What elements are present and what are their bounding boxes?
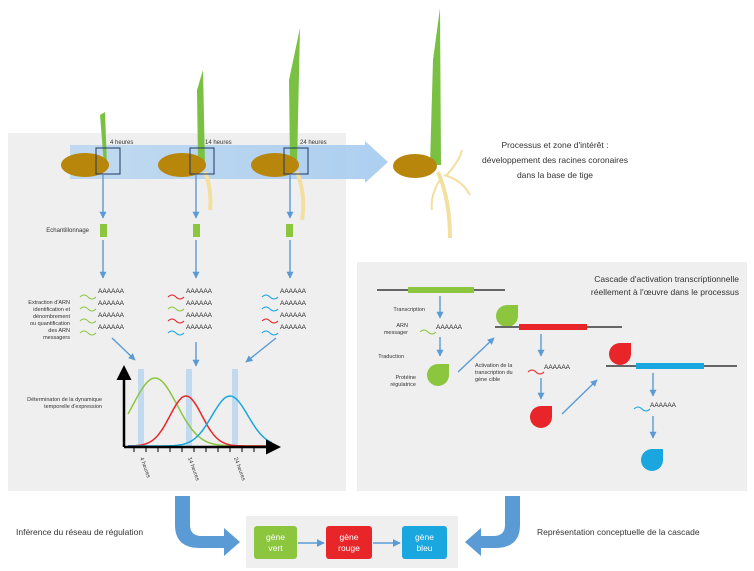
chart-highlight-14h <box>186 369 192 446</box>
polya-red: AAAAAA <box>544 364 571 371</box>
svg-text:rouge: rouge <box>338 543 360 553</box>
plant-4h <box>61 112 109 177</box>
bound-protein-green <box>496 305 518 327</box>
mrna-green <box>419 329 437 335</box>
polya-24h-2: AAAAAA <box>280 300 307 307</box>
timepoint-label-14h: 14 heures <box>205 140 232 146</box>
svg-text:messagers: messagers <box>43 335 70 341</box>
time-band-arrow <box>70 141 388 183</box>
gene-box-vert <box>254 526 297 559</box>
mrna-group-14h <box>167 294 185 336</box>
chart-highlight-4h <box>138 369 144 446</box>
expression-chart: 4 heures 14 heures 24 heures <box>116 365 281 482</box>
activation-label-1: Activation de la <box>475 363 513 369</box>
polya-4h-3: AAAAAA <box>98 312 125 319</box>
protein-red <box>530 406 552 428</box>
polya-14h-4: AAAAAA <box>186 324 213 331</box>
gene-box-bleu <box>402 526 447 559</box>
timepoint-label-24h: 24 heures <box>300 140 327 146</box>
svg-text:identification et: identification et <box>33 307 70 313</box>
sample-4h <box>100 224 107 237</box>
protein-green <box>427 364 449 386</box>
dynamics-label-1: Déterminaton de la dynamique <box>27 397 102 403</box>
plant-14h <box>158 70 213 211</box>
svg-text:des ARN: des ARN <box>48 328 70 334</box>
representation-label: Représentation conceptuelle de la cascad… <box>537 527 700 537</box>
polya-green: AAAAAA <box>436 324 463 331</box>
plant-final <box>393 8 471 239</box>
process-title-line3: dans la base de tige <box>517 170 593 180</box>
polya-4h-1: AAAAAA <box>98 288 125 295</box>
polya-blue: AAAAAA <box>650 402 677 409</box>
svg-text:gène: gène <box>340 532 359 542</box>
arn-label-2: messager <box>384 330 408 336</box>
svg-text:gène: gène <box>415 532 434 542</box>
sample-box-14h <box>189 147 215 175</box>
polya-14h-1: AAAAAA <box>186 288 213 295</box>
mrna-group-24h <box>261 294 279 336</box>
polya-4h-2: AAAAAA <box>98 300 125 307</box>
chart-highlight-24h <box>232 369 238 446</box>
gene-green <box>408 287 474 293</box>
mrna-red <box>527 369 545 375</box>
gene-blue <box>636 363 704 369</box>
inference-arrow <box>175 496 240 556</box>
protein-label-2: régulatrice <box>390 382 416 388</box>
traduction-label: Traduction <box>378 354 404 360</box>
sampling-label: Echantillonnage <box>46 228 89 234</box>
svg-text:vert: vert <box>268 543 283 553</box>
bound-protein-red <box>609 343 631 365</box>
sample-24h <box>286 224 293 237</box>
svg-text:Extraction d'ARN: Extraction d'ARN <box>28 300 70 306</box>
gene-box-rouge <box>326 526 372 559</box>
polya-14h-3: AAAAAA <box>186 312 213 319</box>
timepoint-label-4h: 4 heures <box>110 140 133 146</box>
transcription-label: Transcription <box>393 307 425 313</box>
svg-text:ou quantification: ou quantification <box>30 321 70 327</box>
arn-label-1: ARN <box>396 323 408 329</box>
mrna-group-4h <box>79 294 97 336</box>
svg-text:gène: gène <box>266 532 285 542</box>
activation-label-3: gène cible <box>475 377 500 383</box>
polya-14h-2: AAAAAA <box>186 300 213 307</box>
protein-blue <box>641 449 663 471</box>
inference-label: Inférence du réseau de régulation <box>16 527 143 537</box>
plant-24h <box>251 28 306 221</box>
svg-text:bleu: bleu <box>416 543 432 553</box>
svg-text:dénombrement: dénombrement <box>33 314 70 320</box>
extraction-label: Extraction d'ARN identification et dénom… <box>28 300 70 341</box>
protein-label-1: Protéine <box>396 375 417 381</box>
right-panel <box>357 262 747 491</box>
polya-24h-3: AAAAAA <box>280 312 307 319</box>
sample-box-4h <box>95 147 121 175</box>
gene-red <box>519 324 587 330</box>
dynamics-label-2: temporelle d'expression <box>44 404 102 410</box>
polya-4h-4: AAAAAA <box>98 324 125 331</box>
process-title-line1: Processus et zone d'intérêt : <box>502 140 609 150</box>
polya-24h-4: AAAAAA <box>280 324 307 331</box>
process-title-line2: développement des racines coronaires <box>482 155 628 165</box>
activation-label-2: transcription du <box>475 370 513 376</box>
cascade-title-2: réellement à l'œuvre dans le processus <box>591 287 739 297</box>
mrna-blue <box>633 406 651 412</box>
representation-arrow <box>465 496 520 556</box>
polya-24h-1: AAAAAA <box>280 288 307 295</box>
sample-14h <box>193 224 200 237</box>
cascade-title-1: Cascade d'activation transcriptionnelle <box>594 274 739 284</box>
sample-box-24h <box>283 147 309 175</box>
